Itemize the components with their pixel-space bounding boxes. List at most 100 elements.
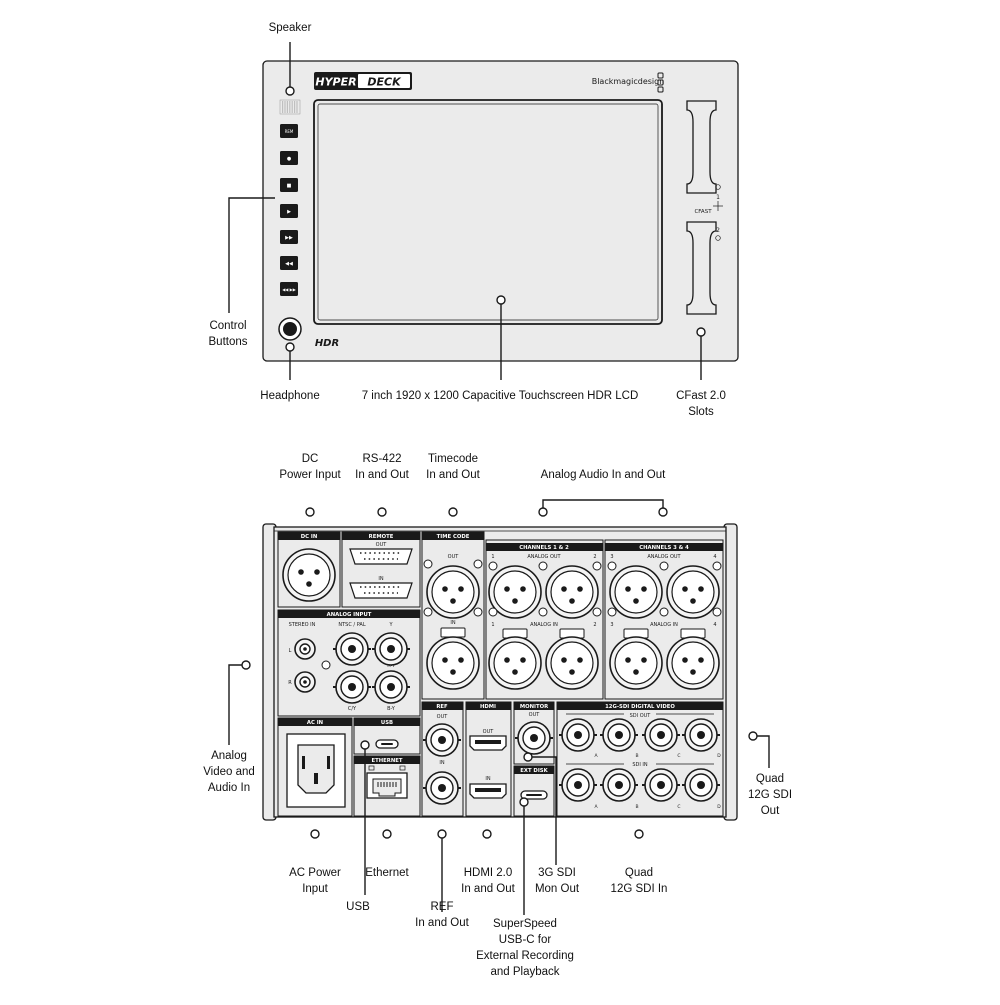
dc-in-label: DC IN: [301, 534, 318, 540]
ref-label: REF: [436, 704, 448, 710]
touchscreen-lcd[interactable]: [313, 99, 663, 325]
ref-out-label: OUT: [437, 714, 449, 720]
control-button-label: ●: [287, 156, 292, 162]
cfast-slot-2[interactable]: [686, 221, 717, 315]
jog-button[interactable]: ◀◀ ▶▶: [280, 282, 298, 296]
control-buttons: REM●■▶▶▶◀◀◀◀ ▶▶: [280, 124, 298, 296]
rear-leader-lines: [228, 499, 770, 915]
callout-ethernet: Ethernet: [365, 867, 409, 879]
sdi-letter-label: A: [594, 804, 598, 810]
control-button-label: ◀◀: [285, 261, 293, 267]
hdr-badge: HDR: [315, 338, 339, 349]
ethernet-connector[interactable]: [366, 765, 408, 799]
sdi-letter-label: C: [677, 804, 680, 810]
by-label: B-Y: [387, 706, 396, 712]
dc-in-connector[interactable]: [282, 548, 336, 602]
forward-button[interactable]: ▶▶: [280, 230, 298, 244]
stereo-r-connector[interactable]: [294, 671, 316, 693]
rewind-button[interactable]: ◀◀: [280, 256, 298, 270]
ch12-in-2: 2: [593, 622, 596, 628]
ntsc-pal-label: NTSC / PAL: [338, 622, 365, 628]
callout-lcd: 7 inch 1920 x 1200 Capacitive Touchscree…: [361, 390, 639, 402]
ac-in-label: AC IN: [307, 720, 323, 726]
play-button[interactable]: ▶: [280, 204, 298, 218]
sdi-title-label: 12G-SDI DIGITAL VIDEO: [605, 704, 675, 710]
speaker-grille-icon: [279, 99, 301, 115]
sdi-in-label: SDI IN: [632, 762, 648, 768]
analog-out-3-connector[interactable]: [609, 565, 663, 619]
ch12-out-2: 2: [593, 554, 596, 560]
monitor-out-label: OUT: [529, 712, 541, 718]
tc-out-connector[interactable]: [426, 565, 480, 619]
sdi-letter-label: B: [635, 753, 638, 759]
hdmi-in-label: IN: [485, 776, 490, 782]
rear-panel: DC IN REMOTE ANALOG INPUT AC IN USB ETHE…: [262, 523, 738, 821]
ref-in-label: IN: [439, 760, 444, 766]
cvy-label: C/Y: [348, 706, 357, 712]
analog-in-1-connector[interactable]: [488, 636, 542, 690]
analog-input-label: ANALOG INPUT: [327, 612, 372, 618]
stereo-in-label: STEREO IN: [289, 622, 316, 628]
sdi-letter-label: C: [677, 753, 680, 759]
ch34-out-4: 4: [713, 554, 716, 560]
cfast-slot-1[interactable]: [686, 100, 717, 194]
remote-out-label: OUT: [376, 542, 388, 548]
analog-out-2-connector[interactable]: [545, 565, 599, 619]
ext-disk-connector[interactable]: [520, 790, 548, 800]
l-label: L: [289, 648, 292, 654]
ch12-out-1: 1: [491, 554, 494, 560]
callout-analog-audio: Analog Audio In and Out: [540, 469, 666, 481]
ac-in-connector[interactable]: [286, 733, 346, 808]
control-button-label: ◀◀ ▶▶: [282, 287, 297, 292]
stereo-l-connector[interactable]: [294, 638, 316, 660]
remote-label: REMOTE: [369, 534, 394, 540]
record-button[interactable]: ●: [280, 151, 298, 165]
ethernet-label: ETHERNET: [371, 758, 402, 764]
slot-1-led-icon: [715, 184, 721, 190]
monitor-label: MONITOR: [520, 704, 548, 710]
sdi-letter-label: B: [635, 804, 638, 810]
usb-connector[interactable]: [375, 739, 399, 749]
ch34-out-3: 3: [610, 554, 613, 560]
tc-in-label: IN: [450, 620, 455, 626]
ry-label: R-Y: [387, 663, 395, 669]
analog-in-3-connector[interactable]: [609, 636, 663, 690]
ext-disk-label: EXT DISK: [520, 768, 548, 774]
rear-callout-dots: [241, 507, 758, 839]
callout-speaker: Speaker: [268, 22, 312, 34]
ch34-in-3: 3: [610, 622, 613, 628]
sdi-letter-label: D: [717, 753, 721, 759]
slot-1-number: 1: [716, 194, 720, 201]
tc-in-connector[interactable]: [426, 636, 480, 690]
rem-button[interactable]: REM: [280, 124, 298, 138]
stop-button[interactable]: ■: [280, 178, 298, 192]
hdmi-label: HDMI: [480, 704, 496, 710]
analog-out-4-connector[interactable]: [666, 565, 720, 619]
ch34-in-4: 4: [713, 622, 716, 628]
analog-in-12-label: ANALOG IN: [530, 622, 558, 628]
control-button-label: ■: [287, 183, 292, 189]
remote-out-connector[interactable]: [349, 548, 413, 565]
front-callout-dots: [285, 86, 706, 352]
front-leader-lines: [228, 42, 702, 380]
analog-in-34-label: ANALOG IN: [650, 622, 678, 628]
hdmi-in-connector[interactable]: [469, 783, 507, 799]
channels-12-label: CHANNELS 1 & 2: [519, 545, 569, 551]
analog-in-2-connector[interactable]: [545, 636, 599, 690]
hdmi-out-connector[interactable]: [469, 735, 507, 751]
callout-usb: USB: [346, 901, 370, 913]
analog-in-4-connector[interactable]: [666, 636, 720, 690]
remote-in-label: IN: [378, 576, 383, 582]
remote-in-connector[interactable]: [349, 582, 413, 599]
sdi-letter-label: D: [717, 804, 721, 810]
